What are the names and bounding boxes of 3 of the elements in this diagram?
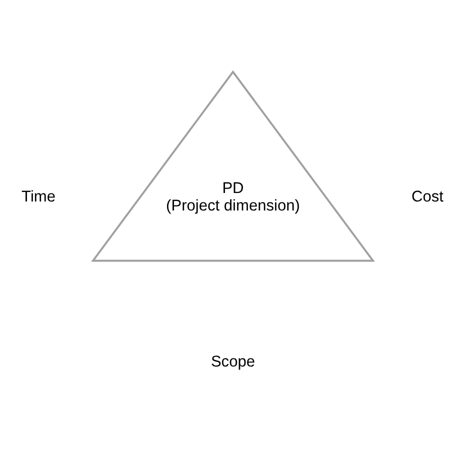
label: Scope xyxy=(210,353,256,370)
label: Cost xyxy=(411,188,444,206)
label: Time xyxy=(22,188,56,206)
